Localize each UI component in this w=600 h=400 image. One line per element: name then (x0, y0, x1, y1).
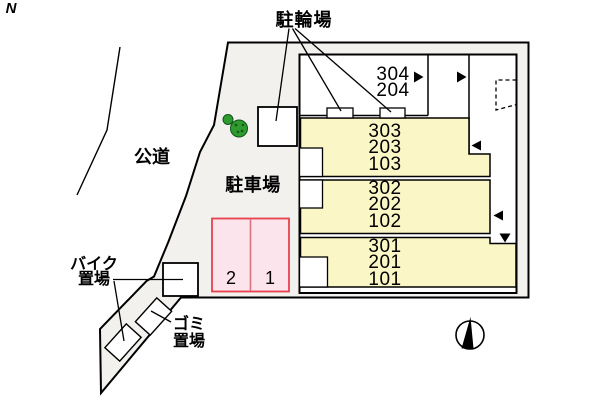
compass-icon (455, 317, 485, 350)
garbage-storage-pad (134, 296, 173, 337)
bicycle-rack-1 (326, 107, 354, 119)
stair-notch-lower (298, 256, 329, 288)
entrance-arrow-left-icon (493, 210, 503, 221)
parking-space-number-2: 2 (225, 268, 236, 288)
unit-numbers-block-1: 303 203 103 (330, 121, 440, 175)
bike-storage-pad (103, 322, 143, 363)
bike-storage-label: バイク 置場 (64, 256, 124, 288)
unit-number: 203 (368, 137, 402, 159)
pointer-line-bicycle-rack-1 (291, 28, 342, 112)
pointer-line-garbage-pad (150, 310, 172, 323)
bike-storage-label-line: バイク (70, 256, 118, 273)
dashed-area-outline (495, 79, 517, 111)
parking-space-number-1: 1 (264, 268, 275, 288)
stair-notch-upper-b (298, 179, 324, 209)
unit-number: 303 (368, 121, 402, 142)
public-road-label: 公道 (134, 147, 170, 167)
unit-number: 202 (368, 194, 402, 216)
entrance-arrow-right-icon (414, 71, 424, 83)
bicycle-rack-2 (379, 107, 406, 119)
pointer-line-bike-pad (113, 280, 125, 342)
entrance-arrow-right-icon (457, 71, 467, 83)
parking-lot-label: 駐車場 (225, 175, 281, 195)
entrance-arrow-left-icon (471, 140, 481, 151)
unit-number: 301 (368, 236, 402, 257)
bike-storage-label-line: 置場 (77, 270, 110, 288)
garbage-storage-label: ゴミ 置場 (166, 316, 212, 350)
pointer-line-bicycle-shed (275, 28, 290, 122)
unit-numbers-block-3: 301 201 101 (330, 236, 440, 290)
unit-number: 304 (376, 64, 410, 85)
north-label: N (5, 0, 17, 17)
unit-numbers-top: 304 204 (372, 64, 414, 101)
garbage-storage-label-line: 置場 (172, 332, 205, 350)
unit-number: 204 (376, 79, 410, 101)
unit-number: 101 (368, 268, 402, 290)
garbage-storage-label-line: ゴミ (172, 316, 205, 333)
bicycle-parking-label: 駐輪場 (275, 10, 333, 30)
road-edge-line (76, 46, 121, 196)
unit-block-302 (299, 179, 491, 235)
entrance-arrow-down-icon (499, 233, 511, 243)
tree-icon (222, 114, 248, 138)
unit-number: 302 (368, 178, 402, 199)
stair-notch-upper-a (298, 147, 324, 178)
unit-numbers-block-2: 302 202 102 (330, 178, 440, 232)
unit-number: 103 (368, 153, 402, 175)
unit-number: 102 (368, 210, 402, 232)
unit-number: 201 (368, 252, 402, 274)
pointer-line-bicycle-rack-2 (294, 28, 392, 113)
